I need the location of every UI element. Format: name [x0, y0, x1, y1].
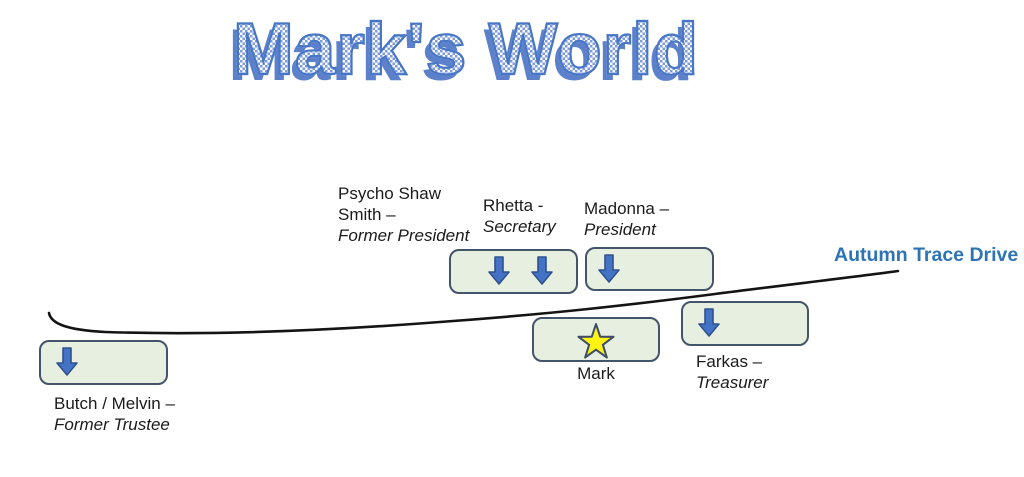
house-box-shaw-rhetta [449, 249, 578, 294]
down-arrow-icon [531, 256, 553, 285]
star-icon [577, 323, 615, 359]
label-psycho-shaw-smith: Psycho Shaw Smith – Former President [338, 183, 469, 246]
label-rhetta: Rhetta - Secretary [483, 195, 556, 237]
person-role: President [584, 220, 656, 239]
house-box-butch-melvin [39, 340, 168, 385]
house-box-mark [532, 317, 660, 362]
page-title-text: Mark's World [0, 0, 932, 100]
down-arrow-icon [698, 308, 720, 337]
label-madonna: Madonna – President [584, 198, 669, 240]
label-farkas: Farkas – Treasurer [696, 351, 768, 393]
person-name: Rhetta - [483, 196, 544, 215]
label-mark: Mark [532, 363, 660, 384]
person-role: Former Trustee [54, 415, 170, 434]
label-butch-melvin: Butch / Melvin – Former Trustee [54, 393, 175, 435]
page-title: Mark's World Mark's World [0, 0, 932, 110]
person-role: Secretary [483, 217, 556, 236]
person-role: Former President [338, 226, 470, 245]
person-name: Psycho Shaw [338, 184, 441, 203]
person-name: Smith – [338, 205, 396, 224]
house-box-farkas [681, 301, 809, 346]
person-name: Farkas – [696, 352, 763, 371]
house-box-madonna [585, 247, 714, 291]
street-name-label: Autumn Trace Drive [834, 244, 1019, 266]
down-arrow-icon [56, 347, 78, 376]
person-name: Madonna – [584, 199, 670, 218]
down-arrow-icon [598, 254, 620, 283]
page-title-shadow: Mark's World [0, 6, 927, 106]
person-name: Butch / Melvin – [54, 394, 175, 413]
person-role: Treasurer [696, 373, 769, 392]
person-name: Mark [577, 364, 615, 383]
down-arrow-icon [488, 256, 510, 285]
